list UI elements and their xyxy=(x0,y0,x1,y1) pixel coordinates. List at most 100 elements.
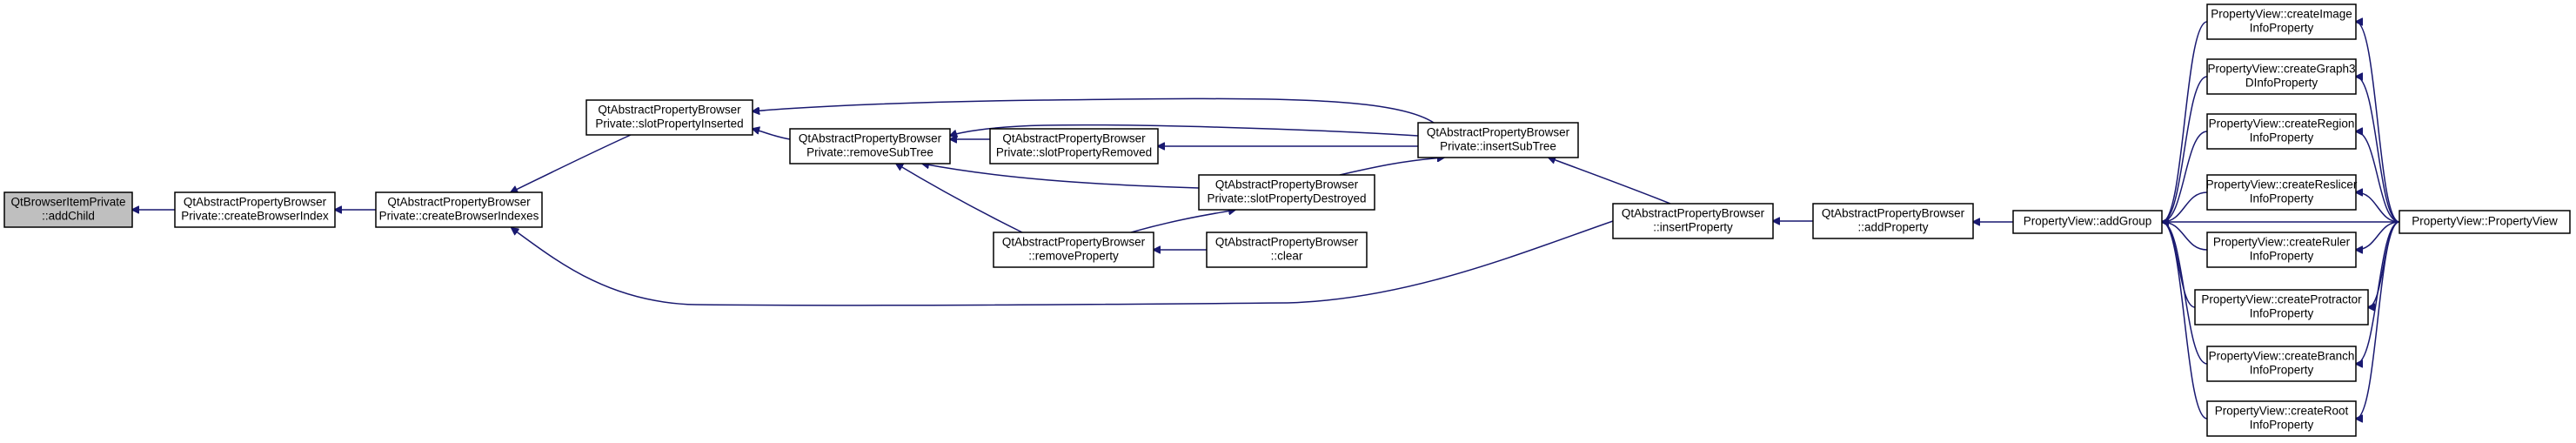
edge-arrow xyxy=(2162,21,2208,222)
graph-node-n5[interactable]: QtAbstractPropertyBrowserPrivate::remove… xyxy=(789,128,951,164)
node-box xyxy=(993,232,1154,268)
node-label-line: QtAbstractPropertyBrowser xyxy=(387,196,531,209)
edge-arrow xyxy=(922,164,1200,189)
node-label-line: InfoProperty xyxy=(2250,307,2314,320)
edge-arrow xyxy=(2368,221,2400,307)
edge-arrow xyxy=(2162,131,2208,222)
graph-node-n22[interactable]: PropertyView::PropertyView xyxy=(2399,210,2571,234)
node-box xyxy=(2206,3,2357,40)
node-box xyxy=(1612,203,1774,239)
call-edge xyxy=(1549,158,1671,205)
graph-node-n3[interactable]: QtAbstractPropertyBrowserPrivate::create… xyxy=(375,191,543,228)
node-label-line: QtBrowserItemPrivate xyxy=(10,196,125,209)
node-box xyxy=(585,99,753,136)
graph-node-n9[interactable]: QtAbstractPropertyBrowser::removePropert… xyxy=(993,232,1154,268)
node-label-line: Private::insertSubTree xyxy=(1440,140,1556,153)
call-edge xyxy=(922,164,1200,189)
node-label-line: InfoProperty xyxy=(2250,250,2314,263)
graph-node-n4[interactable]: QtAbstractPropertyBrowserPrivate::slotPr… xyxy=(585,99,753,136)
node-box xyxy=(2399,210,2571,234)
call-edge xyxy=(2356,77,2400,223)
graph-node-n2[interactable]: QtAbstractPropertyBrowserPrivate::create… xyxy=(174,191,336,228)
edge-arrow xyxy=(950,124,1419,136)
node-box xyxy=(2206,346,2357,382)
call-edge xyxy=(511,134,632,192)
call-edge xyxy=(2162,76,2208,222)
node-box xyxy=(1812,203,1974,239)
node-label-line: ::addProperty xyxy=(1857,221,1928,234)
node-label-line: ::clear xyxy=(1271,250,1303,263)
node-box xyxy=(174,191,336,228)
node-label-line: ::insertProperty xyxy=(1653,221,1733,234)
graph-node-n1[interactable]: QtBrowserItemPrivate::addChild xyxy=(3,191,133,228)
graph-node-n19[interactable]: PropertyView::createProtractorInfoProper… xyxy=(2194,289,2369,326)
node-box xyxy=(3,191,133,228)
node-label-line: InfoProperty xyxy=(2250,22,2314,35)
node-label-line: PropertyView::PropertyView xyxy=(2412,215,2558,228)
node-label-line: PropertyView::createGraph3 xyxy=(2207,63,2355,76)
edge-arrow xyxy=(896,164,1023,233)
edge-arrow xyxy=(753,129,791,140)
node-label-line: QtAbstractPropertyBrowser xyxy=(799,132,942,145)
node-label-line: InfoProperty xyxy=(2250,419,2314,432)
graph-node-n11[interactable]: QtAbstractPropertyBrowser::insertPropert… xyxy=(1612,203,1774,239)
graph-node-n6[interactable]: QtAbstractPropertyBrowserPrivate::slotPr… xyxy=(989,128,1159,164)
node-box xyxy=(2012,210,2163,234)
node-box xyxy=(2206,58,2357,95)
node-box xyxy=(2206,400,2357,437)
edge-arrow xyxy=(2356,221,2400,250)
graph-node-n8[interactable]: QtAbstractPropertyBrowserPrivate::slotPr… xyxy=(1198,174,1375,211)
node-label-line: DInfoProperty xyxy=(2245,77,2318,90)
node-box xyxy=(1198,174,1375,211)
call-edge xyxy=(2368,221,2400,307)
node-label-line: QtAbstractPropertyBrowser xyxy=(1002,236,1146,249)
node-box xyxy=(375,191,543,228)
node-label-line: InfoProperty xyxy=(2250,131,2314,144)
node-label-line: QtAbstractPropertyBrowser xyxy=(184,196,327,209)
node-label-line: PropertyView::createProtractor xyxy=(2201,293,2362,306)
edge-arrow xyxy=(2162,222,2208,420)
node-label-line: PropertyView::addGroup xyxy=(2024,215,2152,228)
call-edge xyxy=(1339,158,1444,176)
call-edge xyxy=(896,164,1023,233)
node-label-line: Private::createBrowserIndex xyxy=(181,210,329,223)
call-edge xyxy=(2356,131,2400,223)
node-label-line: PropertyView::createRoot xyxy=(2215,405,2349,418)
graph-node-n7[interactable]: QtAbstractPropertyBrowserPrivate::insert… xyxy=(1417,122,1579,158)
node-label-line: PropertyView::createReslicer xyxy=(2206,178,2358,191)
call-edge xyxy=(2356,22,2400,223)
graph-node-n10[interactable]: QtAbstractPropertyBrowser::clear xyxy=(1206,232,1368,268)
edge-arrow xyxy=(2356,221,2400,419)
node-label-line: QtAbstractPropertyBrowser xyxy=(1215,236,1359,249)
edges-layer xyxy=(132,21,2400,420)
graph-node-n12[interactable]: QtAbstractPropertyBrowser::addProperty xyxy=(1812,203,1974,239)
node-label-line: PropertyView::createBranch xyxy=(2209,350,2355,363)
call-edge xyxy=(2356,221,2400,364)
node-label-line: QtAbstractPropertyBrowser xyxy=(1622,207,1765,220)
node-label-line: ::addChild xyxy=(42,210,95,223)
edge-arrow xyxy=(512,220,1614,306)
node-label-line: Private::slotPropertyRemoved xyxy=(996,146,1152,159)
node-label-line: Private::createBrowserIndexes xyxy=(379,210,539,223)
edge-arrow xyxy=(1339,158,1444,176)
node-label-line: PropertyView::createImage xyxy=(2211,8,2352,21)
node-label-line: QtAbstractPropertyBrowser xyxy=(1215,178,1359,191)
call-edge xyxy=(2162,222,2208,420)
call-edge xyxy=(2162,222,2208,365)
edge-arrow xyxy=(1130,210,1235,233)
graph-node-n13[interactable]: PropertyView::addGroup xyxy=(2012,210,2163,234)
node-label-line: PropertyView::createRuler xyxy=(2213,236,2351,249)
call-edge xyxy=(2162,131,2208,222)
node-box xyxy=(2194,289,2369,326)
edge-arrow xyxy=(2356,131,2400,223)
node-box xyxy=(2206,113,2357,150)
edge-arrow xyxy=(2356,77,2400,223)
node-label-line: InfoProperty xyxy=(2250,364,2314,377)
